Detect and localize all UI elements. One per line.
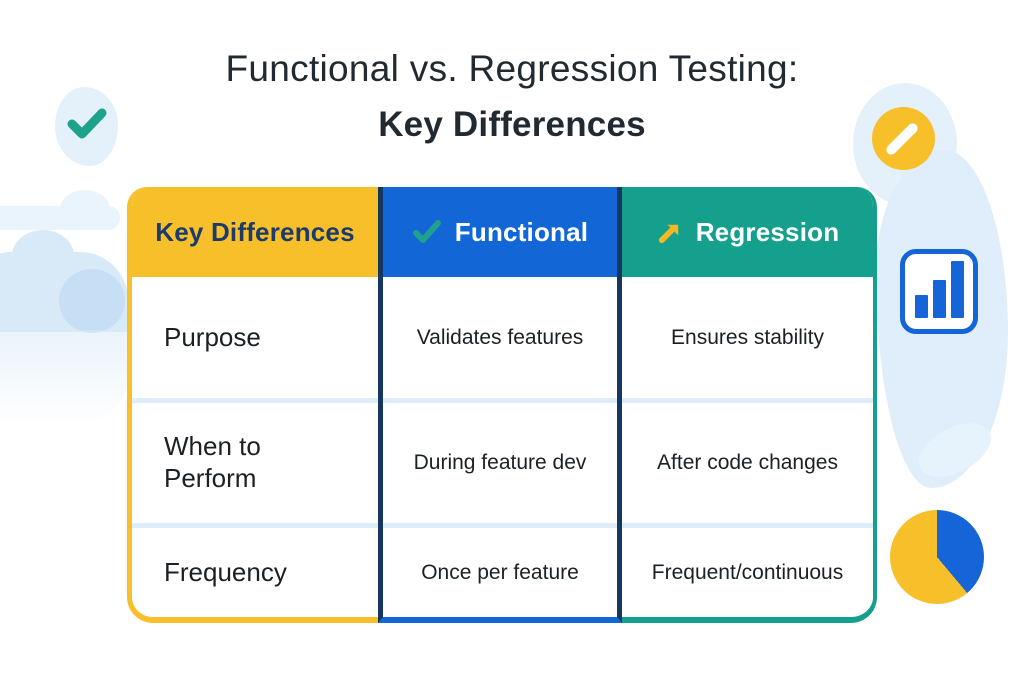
column-key-differences: Key Differences Purpose When to Perform …	[127, 187, 378, 623]
cell-text: Ensures stability	[671, 325, 824, 349]
value-cell-regression-frequency: Frequent/continuous	[622, 528, 873, 617]
row-label: Frequency	[164, 556, 287, 587]
cloud-shape	[59, 269, 125, 333]
arrow-up-right-icon	[656, 219, 683, 246]
header-cell-regression: Regression	[622, 187, 873, 277]
cloud-shape	[0, 206, 120, 230]
value-cell-functional-frequency: Once per feature	[383, 528, 617, 617]
bar-medium	[932, 280, 946, 318]
pie-chart-decoration	[890, 510, 984, 604]
cell-text: Frequent/continuous	[651, 560, 844, 584]
value-cell-regression-purpose: Ensures stability	[622, 277, 873, 403]
key-differences-header-label: Key Differences	[155, 216, 355, 247]
row-label: When to Perform	[164, 431, 261, 493]
cell-text: During feature dev	[413, 451, 587, 474]
cell-text: Once per feature	[421, 560, 579, 584]
title-line-1: Functional vs. Regression Testing:	[225, 48, 799, 89]
bar-tall	[950, 261, 964, 318]
bar-chart-icon	[900, 249, 978, 334]
value-cell-functional-purpose: Validates features	[383, 277, 617, 403]
cloud-shape	[0, 330, 128, 425]
column-regression: Regression Ensures stability After code …	[622, 187, 877, 623]
bar-small	[914, 295, 928, 318]
cell-text: Validates features	[416, 325, 584, 349]
column-functional: Functional Validates features During fea…	[378, 187, 622, 623]
value-cell-regression-when: After code changes	[622, 403, 873, 528]
row-label: Purpose	[164, 321, 261, 352]
functional-header-label: Functional	[454, 216, 589, 247]
check-badge	[55, 87, 118, 166]
value-cell-functional-when: During feature dev	[383, 403, 617, 528]
key-cell-when-to-perform: When to Perform	[132, 403, 378, 528]
pencil-slash-icon	[872, 107, 935, 170]
key-cell-frequency: Frequency	[132, 528, 378, 617]
regression-header-label: Regression	[695, 216, 840, 247]
page-title: Functional vs. Regression Testing: Key D…	[0, 48, 1024, 145]
cell-text: After code changes	[657, 451, 838, 474]
check-icon	[66, 107, 108, 146]
title-line-2: Key Differences	[378, 105, 646, 144]
header-cell-key-differences: Key Differences	[132, 187, 378, 277]
comparison-table: Key Differences Purpose When to Perform …	[127, 187, 877, 623]
check-icon	[412, 217, 442, 247]
header-cell-functional: Functional	[383, 187, 617, 277]
key-cell-purpose: Purpose	[132, 277, 378, 403]
